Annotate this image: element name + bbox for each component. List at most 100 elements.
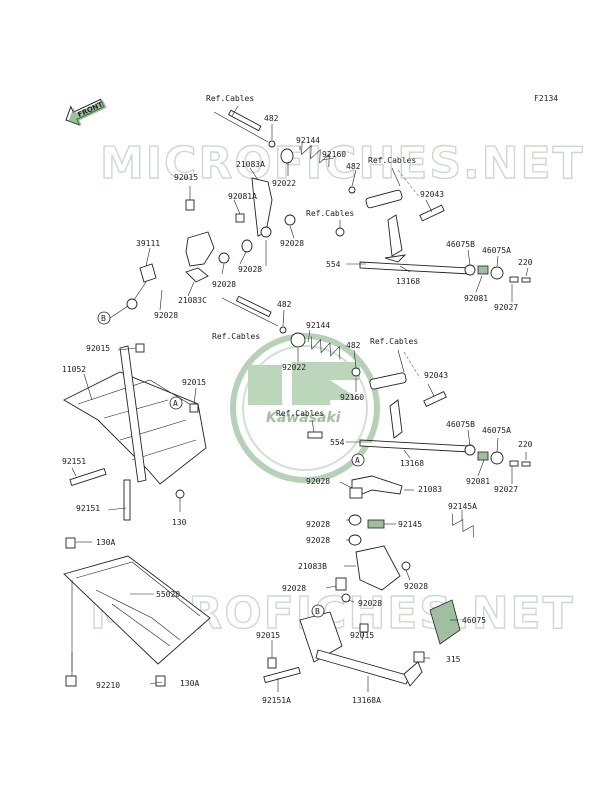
washer-46075B-upper	[464, 264, 476, 276]
label-46075B: 46075B	[446, 240, 475, 249]
label-554: 554	[330, 438, 345, 447]
label-92028: 92028	[154, 311, 178, 320]
label-92015: 92015	[86, 344, 110, 353]
watermark-top: MICROFICHES.NET	[100, 138, 585, 189]
label-92015: 92015	[174, 173, 198, 182]
label-482: 482	[346, 162, 361, 171]
ref-circle-A-upper: A	[169, 396, 183, 410]
label-315: 315	[446, 655, 461, 664]
front-arrow-icon: FRONT	[65, 98, 107, 126]
svg-text:A: A	[173, 399, 178, 408]
label-92028: 92028	[306, 536, 330, 545]
label-482: 482	[277, 300, 292, 309]
cable-rod-upper	[213, 109, 269, 143]
label-21083: 21083	[418, 485, 442, 494]
label-482: 482	[264, 114, 279, 123]
label-92043: 92043	[424, 371, 448, 380]
bolt-92015-left	[135, 343, 145, 353]
label-92028: 92028	[238, 265, 262, 274]
bolt-92015-upper	[185, 199, 195, 211]
label-130A: 130A	[180, 679, 199, 688]
label-92027: 92027	[494, 485, 518, 494]
label-92022: 92022	[272, 179, 296, 188]
label-554: 554	[326, 260, 341, 269]
pivot-21083C	[185, 267, 209, 283]
figure-code: F2134	[534, 94, 558, 103]
label-92081: 92081	[464, 294, 488, 303]
label-39111: 39111	[136, 239, 160, 248]
label-92151: 92151	[62, 457, 86, 466]
washer-92022-middle	[290, 332, 306, 348]
label-ref-cables: Ref.Cables	[276, 409, 324, 418]
label-92022: 92022	[282, 363, 306, 372]
label-92028: 92028	[212, 280, 236, 289]
label-11052: 11052	[62, 365, 86, 374]
label-92145: 92145	[398, 520, 422, 529]
washer-92022-upper	[280, 148, 294, 164]
label-21083B: 21083B	[298, 562, 327, 571]
label-92081: 92081	[466, 477, 490, 486]
label-46075A: 46075A	[482, 426, 511, 435]
nut-315	[413, 651, 425, 663]
label-13168: 13168	[396, 277, 420, 286]
bolt-92151-a	[69, 468, 107, 486]
label-46075: 46075	[462, 616, 486, 625]
label-92028: 92028	[282, 584, 306, 593]
label-ref-cables: Ref.Cables	[370, 337, 418, 346]
arm-21083B	[355, 545, 401, 591]
leader-lines	[71, 105, 529, 692]
bolt-92043-middle	[423, 391, 447, 407]
cover-55020	[63, 555, 211, 665]
label-92015: 92015	[182, 378, 206, 387]
lever-13168-middle	[359, 399, 471, 453]
bracket-39111	[185, 231, 215, 267]
label-92028: 92028	[280, 239, 304, 248]
bolt-92043-upper	[419, 204, 445, 222]
arm-21083A	[251, 177, 273, 237]
label-92160: 92160	[322, 150, 346, 159]
collar-92081A	[235, 213, 245, 223]
label-92015: 92015	[350, 631, 374, 640]
label-92015: 92015	[256, 631, 280, 640]
cable-clamp-middle	[369, 372, 407, 390]
pedal-lever-13168A	[299, 611, 423, 687]
label-13168A: 13168A	[352, 696, 381, 705]
label-92028: 92028	[306, 477, 330, 486]
label-92028: 92028	[358, 599, 382, 608]
label-92081A: 92081A	[228, 192, 257, 201]
label-92028: 92028	[306, 520, 330, 529]
label-13168: 13168	[400, 459, 424, 468]
spring-92144-middle	[310, 336, 341, 360]
svg-text:B: B	[315, 607, 320, 616]
cable-rod-middle	[221, 295, 279, 327]
logo-text: Kawasaki	[266, 410, 341, 426]
label-92028: 92028	[404, 582, 428, 591]
label-ref-cables: Ref.Cables	[206, 94, 254, 103]
label-21083C: 21083C	[178, 296, 207, 305]
label-482: 482	[346, 341, 361, 350]
label-92145A: 92145A	[448, 502, 477, 511]
spring-92144-upper	[301, 141, 330, 168]
nut-92210	[65, 675, 77, 687]
label-ref-cables: Ref.Cables	[212, 332, 260, 341]
label-ref-cables: Ref.Cables	[306, 209, 354, 218]
label-55020: 55020	[156, 590, 180, 599]
label-ref-cables: Ref.Cables	[368, 156, 416, 165]
pedal-pad-46075	[429, 599, 461, 645]
label-130: 130	[172, 518, 187, 527]
label-92210: 92210	[96, 681, 120, 690]
part-labels: Ref.Cables 482 92144 92160 Ref.Cables 21…	[62, 94, 533, 705]
label-46075B: 46075B	[446, 420, 475, 429]
bolt-130A-bottom	[155, 675, 166, 687]
svg-text:A: A	[355, 456, 360, 465]
spring-92145	[367, 519, 385, 529]
cable-clamp-upper	[365, 189, 403, 209]
label-92144: 92144	[306, 321, 330, 330]
label-46075A: 46075A	[482, 246, 511, 255]
bolt-92151A	[263, 666, 301, 684]
label-220: 220	[518, 440, 533, 449]
label-92151A: 92151A	[262, 696, 291, 705]
label-92160: 92160	[340, 393, 364, 402]
ref-circle-B-left: B	[97, 311, 111, 325]
